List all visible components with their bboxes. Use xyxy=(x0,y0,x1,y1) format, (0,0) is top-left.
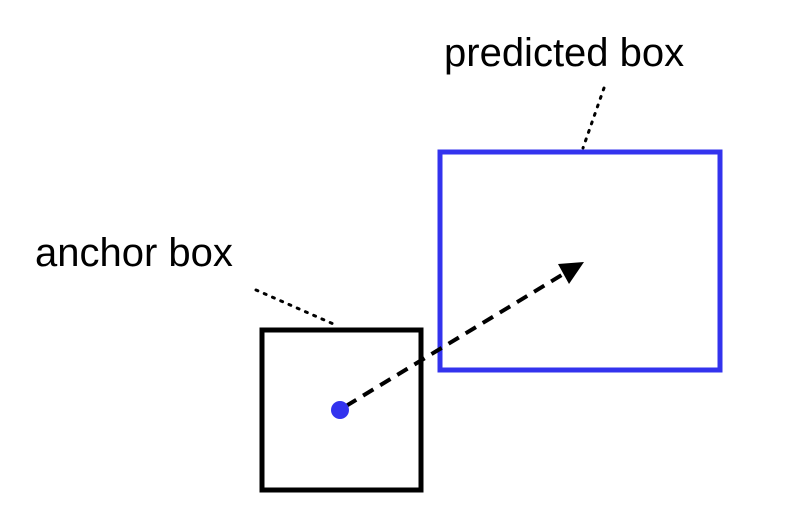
predicted-leader-line xyxy=(581,86,606,150)
anchor-center-point xyxy=(331,401,349,419)
offset-arrow xyxy=(344,268,572,408)
anchor-box xyxy=(259,327,424,493)
predicted-box-label: predicted box xyxy=(444,31,684,75)
anchor-box-label: anchor box xyxy=(35,231,233,275)
arrow-head xyxy=(558,262,584,284)
predicted-box xyxy=(437,149,723,373)
anchor-leader-line xyxy=(254,288,340,328)
